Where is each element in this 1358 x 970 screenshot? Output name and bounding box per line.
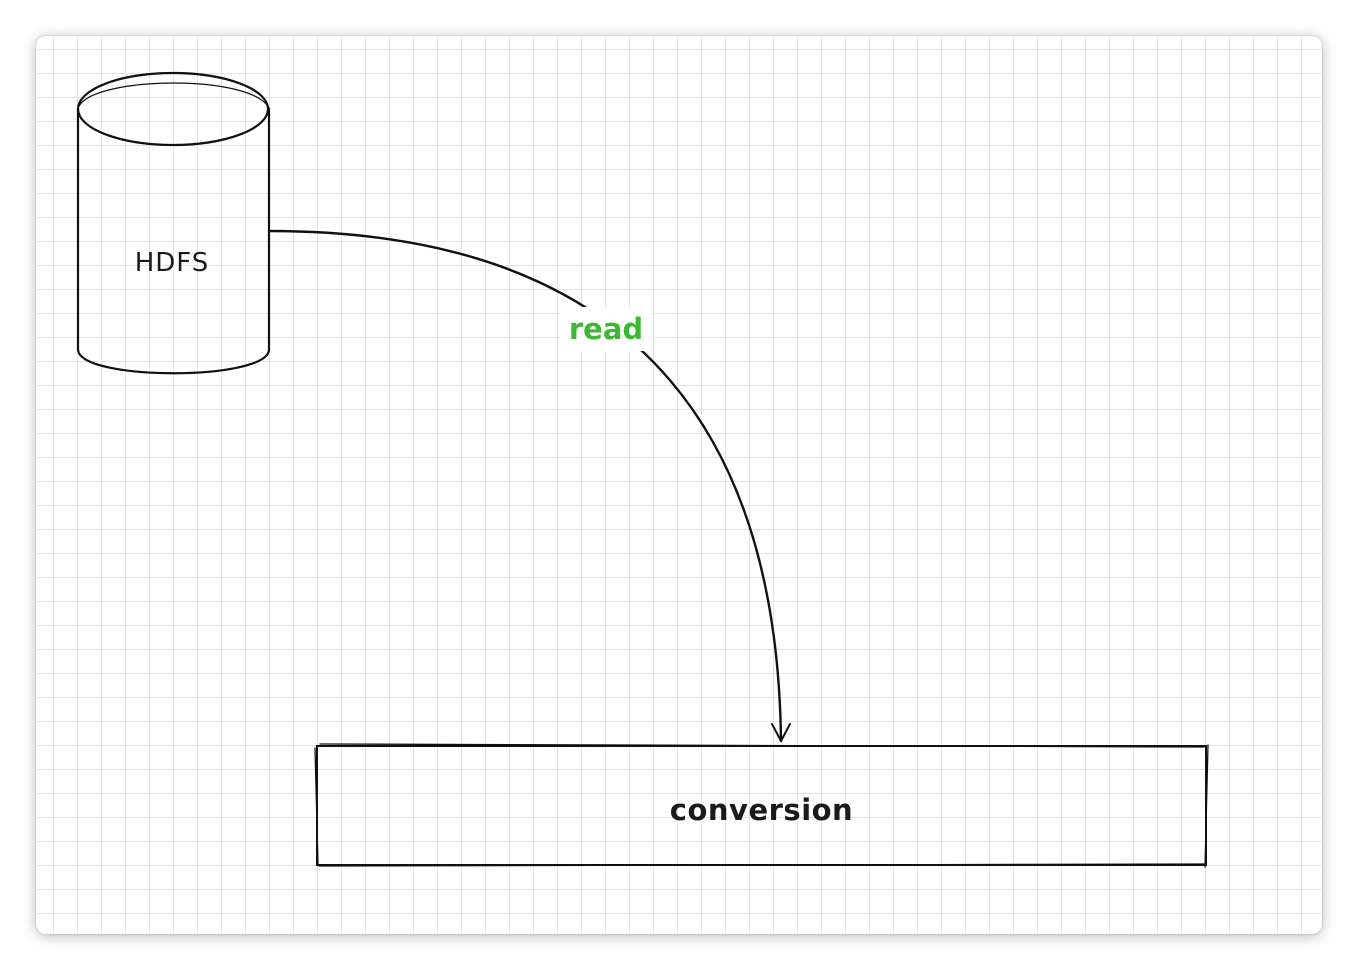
conversion-label: conversion <box>669 793 854 827</box>
diagram-canvas: HDFS conversion read <box>36 36 1322 934</box>
conversion-rect-sketch <box>314 743 1209 868</box>
hdfs-cylinder[interactable] <box>76 71 271 375</box>
read-arrow-line <box>267 229 783 743</box>
conversion-box[interactable] <box>314 743 1209 868</box>
read-edge-label: read <box>560 307 652 351</box>
cylinder-top-sketch <box>78 82 270 109</box>
read-arrow[interactable] <box>267 229 791 743</box>
hdfs-label: HDFS <box>134 248 210 278</box>
cylinder-bottom <box>76 348 271 375</box>
cylinder-top <box>76 71 270 147</box>
arrow-head-icon <box>771 723 791 742</box>
